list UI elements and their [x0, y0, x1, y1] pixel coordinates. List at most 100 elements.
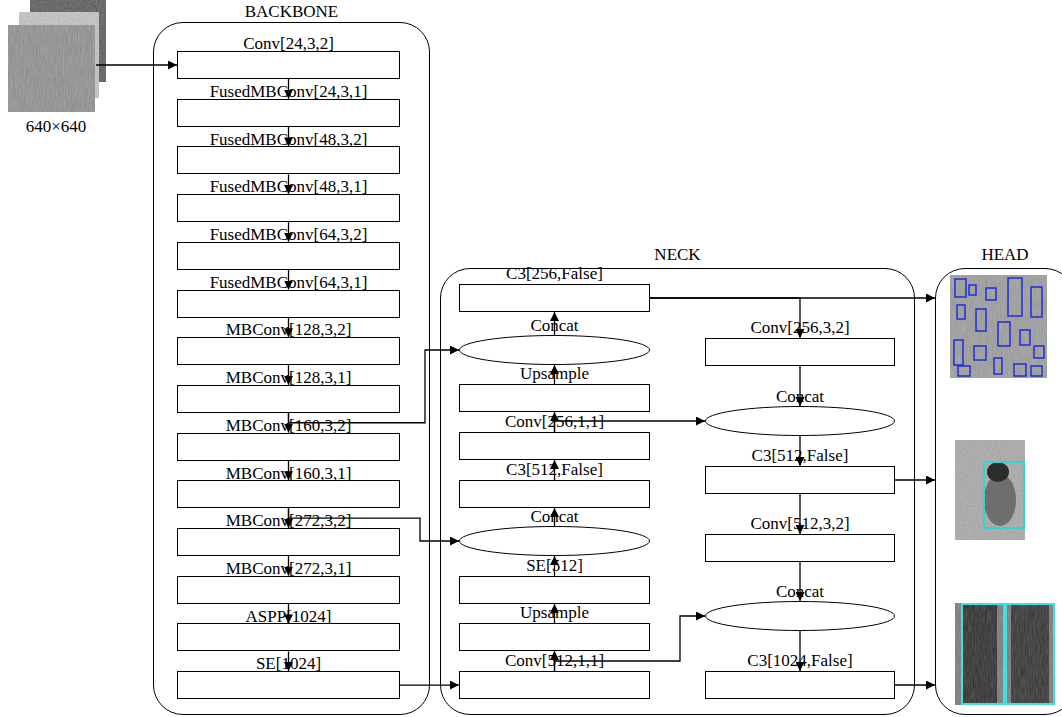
layer-box: MBConv[128,3,1] [177, 385, 400, 413]
layer-label: FusedMBConv[24,3,1] [210, 82, 368, 102]
layer-label: Upsample [520, 603, 589, 623]
concat-node: Concat [459, 335, 650, 365]
image-texture [955, 440, 1025, 540]
layer-box: FusedMBConv[24,3,1] [177, 99, 400, 127]
bounding-box [984, 462, 1024, 528]
detection-boxes [954, 278, 1044, 376]
layer-label: Conv[512,1,1] [505, 651, 604, 671]
layer-label: MBConv[160,3,2] [226, 416, 352, 436]
layer-label: MBConv[128,3,2] [226, 320, 352, 340]
ellipse-shape [460, 336, 650, 365]
concat-node: Concat [705, 406, 895, 436]
group-title: BACKBONE [154, 2, 429, 22]
ellipse-shape [706, 602, 895, 631]
layer-box: FusedMBConv[48,3,1] [177, 194, 400, 222]
layer-label: ASPP[1024] [246, 607, 332, 627]
image-texture [950, 275, 1047, 378]
module-group: HEAD [935, 268, 1062, 715]
layer-label: MBConv[272,3,1] [226, 559, 352, 579]
layer-box: MBConv[160,3,2] [177, 433, 400, 461]
ellipse-outline [705, 601, 895, 631]
bounding-box [955, 279, 966, 297]
layer-label: C3[256,False] [506, 264, 603, 284]
bounding-box [1014, 364, 1026, 376]
group-title: NECK [441, 245, 914, 265]
layer-label: SE[512] [526, 556, 583, 576]
group-title: HEAD [936, 245, 1062, 265]
detection-image [950, 275, 1047, 378]
layer-label: Concat [776, 387, 824, 407]
layer-box: FusedMBConv[64,3,2] [177, 242, 400, 270]
layer-box: FusedMBConv[64,3,1] [177, 290, 400, 318]
detection-image [955, 603, 1055, 705]
bounding-box [969, 285, 976, 295]
layer-box: SE[512] [459, 576, 650, 604]
concat-node: Concat [459, 526, 650, 556]
layer-box: Conv[512,3,2] [705, 534, 895, 562]
layer-label: Conv[256,1,1] [505, 412, 604, 432]
bounding-box [1020, 330, 1030, 345]
bounding-box [994, 358, 1002, 374]
bounding-box [976, 309, 986, 331]
layer-box: FusedMBConv[48,3,2] [177, 146, 400, 174]
layer-box: MBConv[272,3,2] [177, 528, 400, 556]
layer-label: Concat [530, 316, 578, 336]
layer-label: C3[512,False] [752, 446, 849, 466]
layer-label: Conv[24,3,2] [243, 34, 334, 54]
ellipse-shape [460, 527, 650, 556]
layer-box: MBConv[128,3,2] [177, 337, 400, 365]
connector-arrow [650, 297, 935, 298]
layer-box: Conv[512,1,1] [459, 671, 650, 699]
defect-region [987, 462, 1009, 482]
layer-box: ASPP[1024] [177, 623, 400, 651]
layer-label: Conv[256,3,2] [750, 318, 849, 338]
input-image-front [8, 25, 95, 112]
layer-label: FusedMBConv[64,3,1] [210, 273, 368, 293]
layer-label: C3[1024,False] [747, 651, 852, 671]
layer-label: MBConv[272,3,2] [226, 511, 352, 531]
layer-label: MBConv[160,3,1] [226, 464, 352, 484]
bounding-box [1008, 278, 1022, 316]
ellipse-shape [706, 407, 895, 436]
bounding-box [958, 366, 970, 376]
layer-box: C3[1024,False] [705, 671, 895, 699]
layer-label: Conv[512,3,2] [750, 514, 849, 534]
layer-label: FusedMBConv[48,3,2] [210, 130, 368, 150]
layer-box: SE[1024] [177, 671, 400, 699]
layer-label: SE[1024] [256, 654, 321, 674]
layer-label: FusedMBConv[48,3,1] [210, 177, 368, 197]
bounding-box [957, 305, 965, 319]
layer-box: C3[256,False] [459, 284, 650, 312]
layer-box: MBConv[160,3,1] [177, 480, 400, 508]
layer-box: Conv[24,3,2] [177, 51, 400, 79]
bounding-box [1031, 366, 1042, 376]
layer-box: Conv[256,1,1] [459, 432, 650, 460]
ellipse-outline [705, 406, 895, 436]
connector-arrow [895, 684, 935, 685]
module-group: BACKBONEConv[24,3,2]FusedMBConv[24,3,1]F… [153, 22, 430, 715]
layer-label: Concat [776, 582, 824, 602]
image-texture [955, 603, 1055, 705]
bounding-box [1006, 604, 1054, 704]
layer-label: FusedMBConv[64,3,2] [210, 225, 368, 245]
layer-label: Upsample [520, 364, 589, 384]
layer-label: C3[512,False] [506, 460, 603, 480]
bounding-box [962, 604, 1004, 704]
layer-box: Upsample [459, 384, 650, 412]
bounding-box [974, 346, 986, 360]
ellipse-outline [459, 526, 650, 556]
bounding-box [998, 322, 1010, 346]
concat-node: Concat [705, 601, 895, 631]
detection-image [955, 440, 1025, 540]
layer-box: Conv[256,3,2] [705, 338, 895, 366]
layer-box: Upsample [459, 623, 650, 651]
layer-label: Concat [530, 507, 578, 527]
layer-box: C3[512,False] [705, 466, 895, 494]
image-texture [8, 25, 95, 112]
ellipse-outline [459, 335, 650, 365]
connector-arrow [895, 479, 935, 480]
bounding-box [1031, 287, 1042, 317]
bounding-box [1034, 346, 1044, 358]
